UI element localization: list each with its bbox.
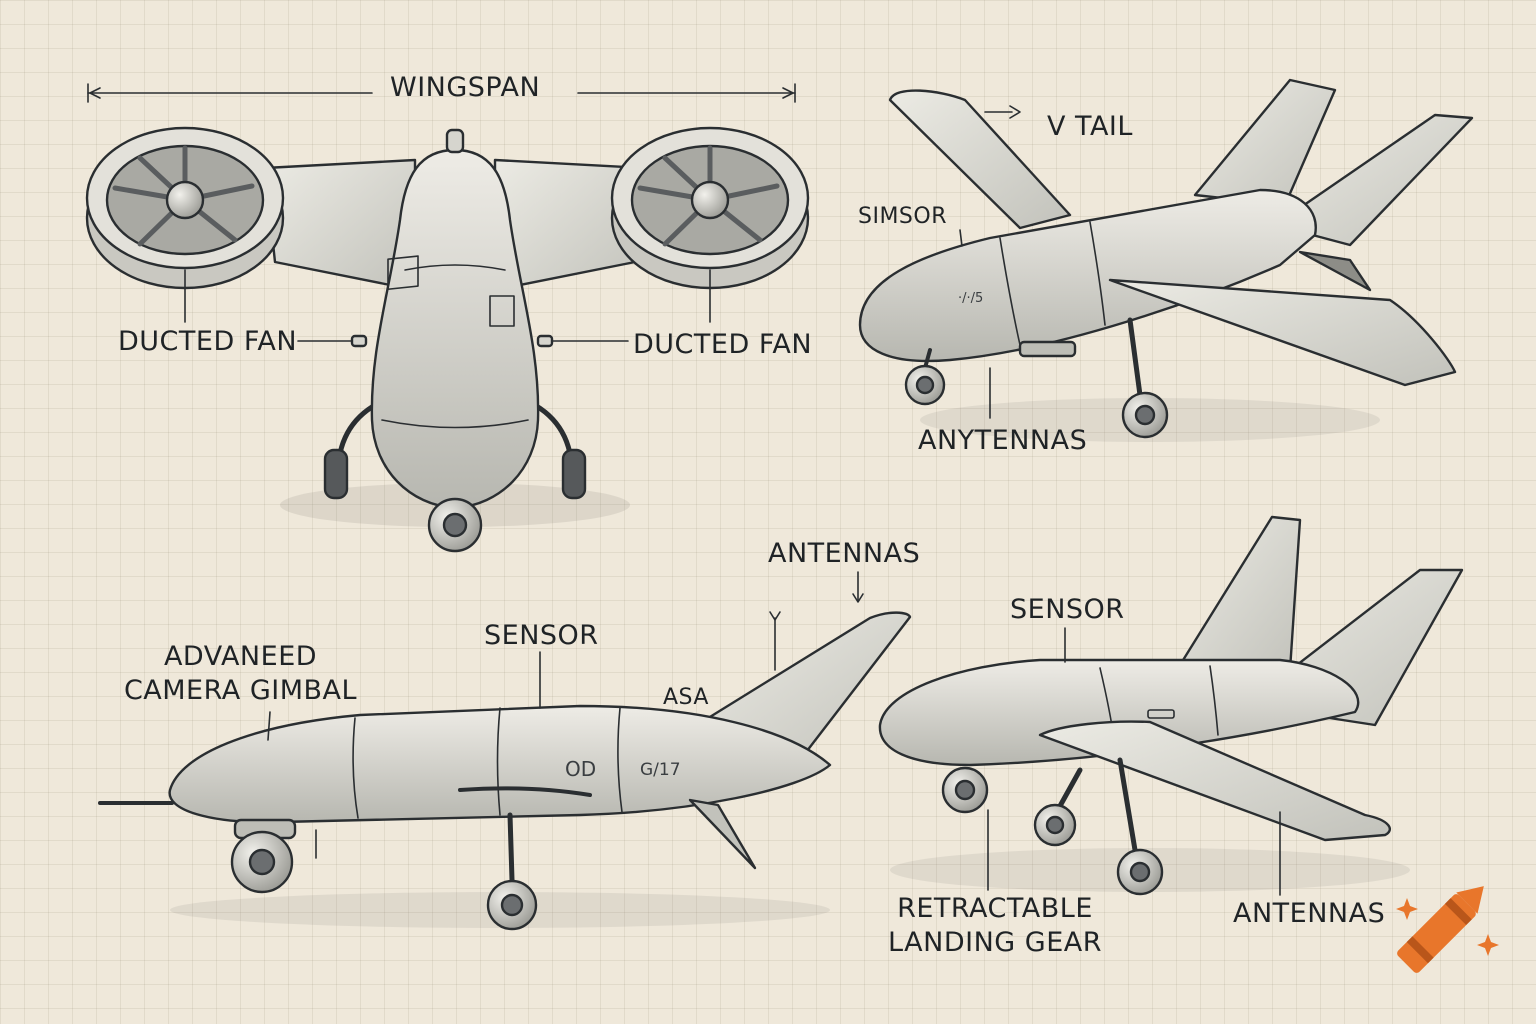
drone-iso-view-top-right: ·/·/5 <box>858 78 1474 442</box>
label-ducted-fan-right: DUCTED FAN <box>633 329 813 360</box>
label-v-tail: V TAIL <box>1047 111 1133 142</box>
drone-iso-view-bottom-right <box>878 515 1464 896</box>
label-antennas-top: ANTENNAS <box>768 538 921 569</box>
side-panel-marking-a: OD <box>565 757 596 781</box>
wingspan-dimension-line <box>87 83 796 103</box>
label-sensor-side: SENSOR <box>484 620 599 651</box>
label-advanced-camera-line2: CAMERA GIMBAL <box>123 675 358 706</box>
label-retractable-landing-gear: RETRACTABLE LANDING GEAR <box>885 892 1105 960</box>
label-simsor: SIMSOR <box>858 204 948 229</box>
label-advanced-camera-line1: ADVANEED <box>163 641 318 672</box>
label-retractable-line2: LANDING GEAR <box>888 927 1102 958</box>
ducted-fan-right-part <box>610 126 810 323</box>
iso-panel-marking: ·/·/5 <box>958 291 983 306</box>
drone-front-view <box>85 83 810 553</box>
drone-side-view: OD G/17 <box>98 571 912 931</box>
side-panel-marking-b: G/17 <box>640 760 681 780</box>
label-retractable-line1: RETRACTABLE <box>897 893 1093 924</box>
label-wingspan: WINGSPAN <box>390 72 541 103</box>
label-ducted-fan-left: DUCTED FAN <box>118 326 298 357</box>
label-asa: ASA <box>663 685 709 710</box>
label-sensor-right: SENSOR <box>1010 594 1125 625</box>
label-anytennas: ANYTENNAS <box>918 425 1088 456</box>
label-advanced-camera-gimbal: ADVANEED CAMERA GIMBAL <box>118 640 363 708</box>
crayon-icon <box>1396 886 1499 973</box>
label-antennas-right: ANTENNAS <box>1233 898 1386 929</box>
ducted-fan-left-part <box>85 126 285 323</box>
